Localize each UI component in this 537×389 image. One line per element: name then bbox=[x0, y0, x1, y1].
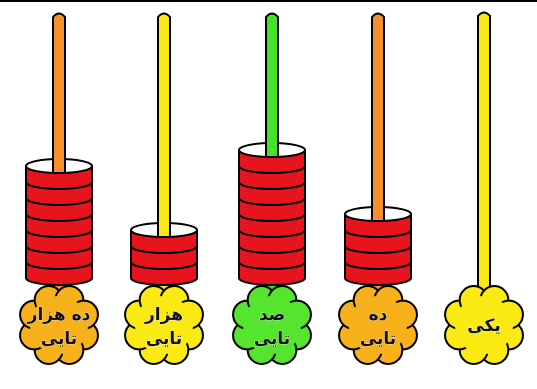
place-label-line1: صد bbox=[259, 305, 285, 325]
place-label-line1: ده هزار bbox=[27, 305, 91, 325]
flower-label-ones: یکی bbox=[445, 286, 523, 364]
place-label-line2: تایی bbox=[360, 329, 396, 349]
place-label-line1: هزار bbox=[144, 305, 183, 325]
rod-ones bbox=[478, 13, 490, 292]
rod-group-hundreds bbox=[239, 14, 305, 292]
place-label-line1: ده bbox=[369, 305, 388, 325]
rod-segment bbox=[372, 19, 384, 220]
place-label-line2: تایی bbox=[254, 329, 290, 349]
place-label-line2: تایی bbox=[41, 329, 77, 349]
place-label-line2: تایی bbox=[146, 329, 182, 349]
rod-group-thousands bbox=[131, 14, 197, 292]
place-label-line1: یکی bbox=[467, 316, 500, 336]
flower-label-hundreds: صد تایی bbox=[233, 286, 311, 364]
rod-group-ten-thousands bbox=[26, 14, 92, 292]
flower-label-thousands: هزار تایی bbox=[125, 286, 203, 364]
rod-group-tens bbox=[345, 14, 411, 292]
rod-segment bbox=[53, 19, 65, 172]
flower-label-ten-thousands: ده هزار تایی bbox=[20, 286, 98, 364]
flower-label-tens: ده تایی bbox=[339, 286, 417, 364]
rod-segment bbox=[266, 19, 278, 156]
rod-group-ones bbox=[478, 13, 490, 292]
rod-segment bbox=[158, 19, 170, 236]
